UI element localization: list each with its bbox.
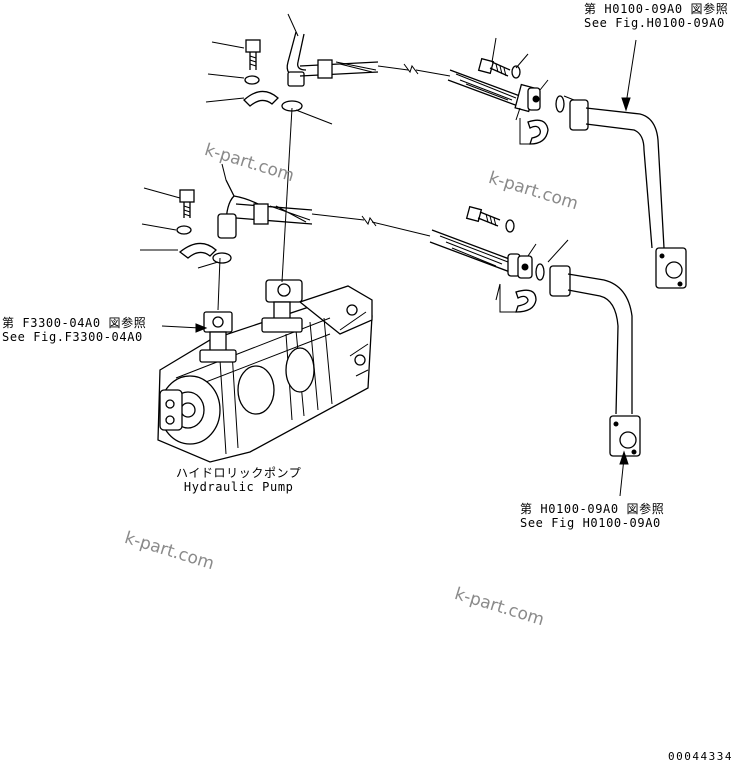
bolt-upper-left xyxy=(245,39,261,70)
hose-elbow-upper xyxy=(286,31,379,87)
lower-hose-assembly xyxy=(176,179,641,457)
oring-lower-right xyxy=(535,263,545,281)
diagram-code: 00044334 xyxy=(668,750,733,763)
clamp-upper-left xyxy=(243,90,279,107)
washer-lower-left xyxy=(176,225,192,235)
hose-end-lower-right xyxy=(429,229,533,279)
reference-jp: 第 F3300-04A0 図参照 xyxy=(2,316,147,330)
hose-lower xyxy=(311,213,431,237)
bolt-lower-left xyxy=(179,189,195,218)
clamp-upper-right xyxy=(527,119,549,145)
hose-end-upper-right xyxy=(447,69,541,113)
steel-pipe-upper xyxy=(569,99,687,289)
upper-hose-assembly xyxy=(243,31,687,289)
bolt-lower-right xyxy=(465,205,515,233)
reference-en: See Fig H0100-09A0 xyxy=(520,516,661,530)
washer-upper-left xyxy=(244,75,260,85)
pump-label: ハイドロリックポンプ Hydraulic Pump xyxy=(176,466,301,494)
pump-label-jp: ハイドロリックポンプ xyxy=(176,466,302,480)
bolt-upper-right xyxy=(477,57,521,79)
reference-label-top-right: 第 H0100-09A0 図参照 See Fig.H0100-09A0 xyxy=(584,2,728,30)
hose-elbow-lower xyxy=(217,179,313,239)
pump-label-en: Hydraulic Pump xyxy=(183,480,294,494)
oring-lower-left xyxy=(212,252,232,264)
oring-upper-right xyxy=(555,95,565,113)
hose-upper xyxy=(377,65,451,77)
reference-en: See Fig.H0100-09A0 xyxy=(584,16,725,30)
reference-en: See Fig.F3300-04A0 xyxy=(2,330,143,344)
leader-lines xyxy=(140,13,637,497)
reference-label-bottom-right: 第 H0100-09A0 図参照 See Fig H0100-09A0 xyxy=(520,502,664,530)
reference-jp: 第 H0100-09A0 図参照 xyxy=(520,502,665,516)
clamp-lower-left xyxy=(178,242,217,259)
hydraulic-pump xyxy=(157,279,373,463)
steel-pipe-lower xyxy=(549,265,641,457)
reference-label-left: 第 F3300-04A0 図参照 See Fig.F3300-04A0 xyxy=(2,316,146,344)
reference-jp: 第 H0100-09A0 図参照 xyxy=(584,2,729,16)
clamp-lower-right xyxy=(515,289,537,313)
